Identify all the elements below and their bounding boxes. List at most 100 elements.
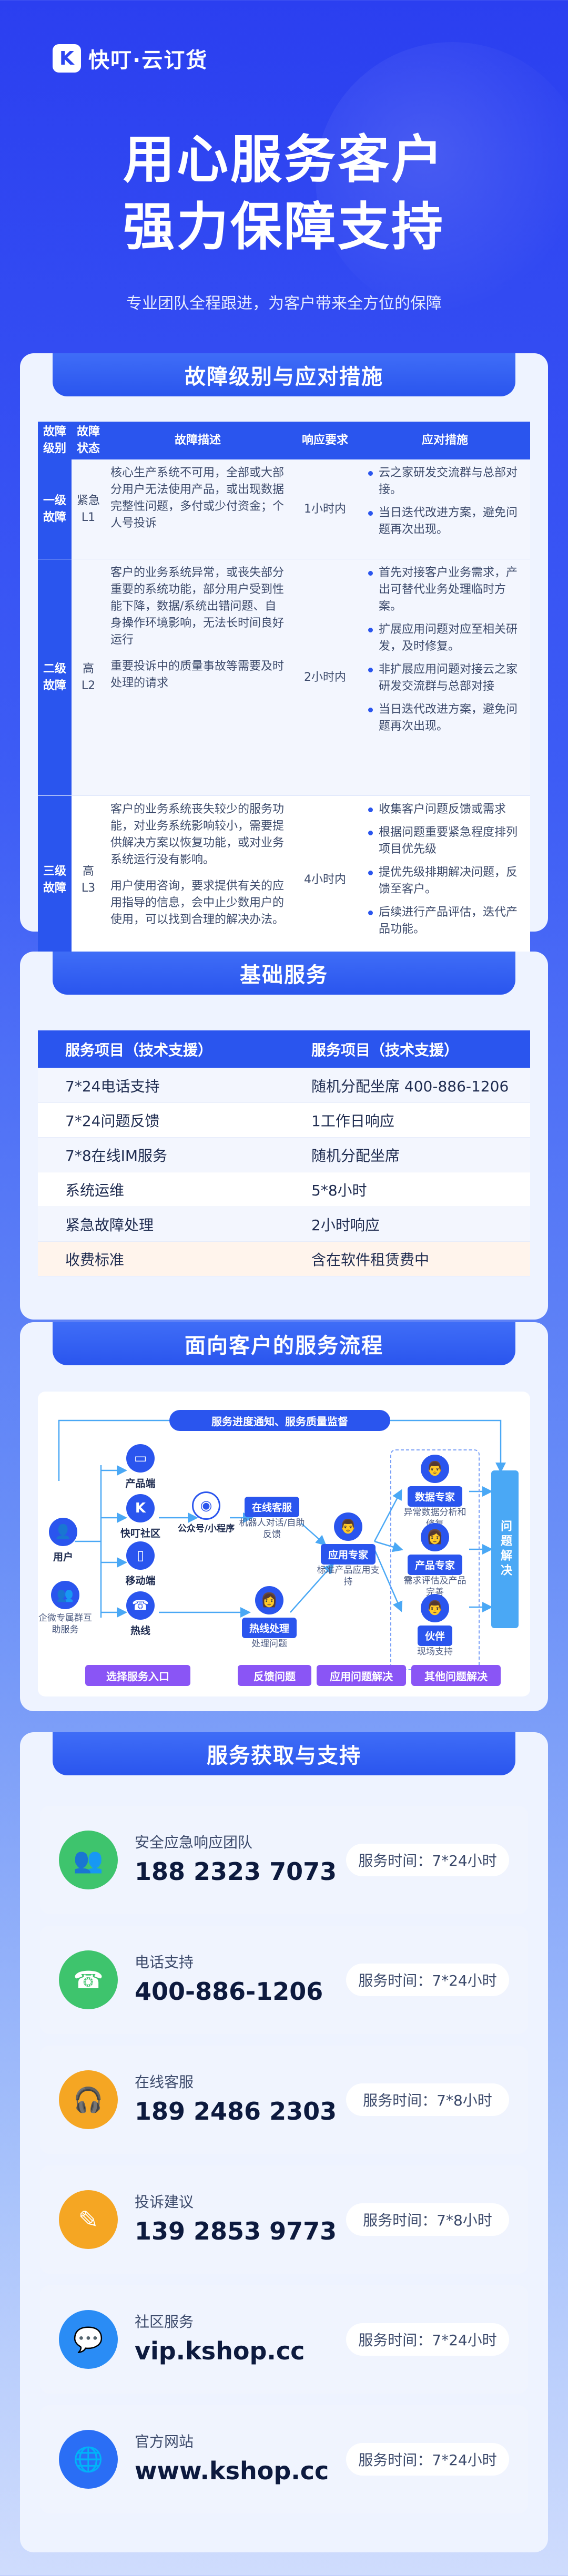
app-expert-tag: 应用专家 [320,1544,376,1565]
header-cell: 应对措施 [360,422,530,459]
chip-entry: 选择服务入口 [85,1665,190,1686]
header-cell: 响应要求 [290,422,360,459]
enterprise-group-node: 👥 企微专属群互助服务 [38,1581,93,1635]
hero: K 快叮·云订货 用心服务客户 强力保障支持 专业团队全程跟进，为客户带来全方位… [0,0,568,336]
channel-product[interactable]: ▭ 产品端 [111,1444,169,1490]
contact-name: 安全应急响应团队 [135,1834,253,1851]
contact-name: 官方网站 [135,2433,194,2450]
service-detail: 2小时响应 [311,1216,380,1234]
contact-name: 投诉建议 [135,2193,194,2211]
fault-response-time: 2小时内 [304,670,346,684]
fault-desc-text: 重要投诉中的质量事故等需要及时处理的请求 [110,660,285,690]
measure-item: 后续进行产品评估，迭代产品功能。 [365,904,525,938]
header-cell: 故障级别 [38,422,72,459]
flow-banner: 服务进度通知、服务质量监督 [169,1410,390,1431]
fault-description: 客户的业务系统异常，或丧失部分重要的系统功能，部分用户受到性能下降，数据/系统出… [105,559,290,795]
measure-item: 首先对接客户业务需求，产出可替代业务处理临时方案。 [365,565,525,615]
contact-value[interactable]: 400-886-1206 [135,1977,323,2006]
user-icon: 👤 [49,1518,77,1546]
panel-heading: 面向客户的服务流程 [53,1322,515,1365]
fault-status: 高L3 [81,864,96,895]
basic-service-row: 7*8在线IM服务 随机分配坐席 [38,1138,530,1172]
hotline-tag: 热线处理 [241,1618,297,1638]
fault-desc-text: 客户的业务系统丧失较少的服务功能，对业务系统影响较小，需要提供解决方案以恢复功能… [110,803,285,866]
edit-icon: ✎ [59,2190,118,2249]
chip-other-resolve: 其他问题解决 [411,1665,501,1686]
public-account-node[interactable]: ◉ 公众号/小程序 [177,1491,235,1535]
community-logo-icon: K [126,1494,155,1522]
basic-table-header: 服务项目（技术支援） 服务项目（技术支援） [38,1030,530,1068]
service-flow-panel: 面向客户的服务流程 [20,1322,548,1711]
measure-item: 提优先级排期解决问题，反馈至客户。 [365,864,525,898]
community-icon: 💬 [59,2310,118,2369]
service-item: 7*8在线IM服务 [65,1147,168,1164]
header-cell: 故障描述 [105,422,290,459]
channel-hotline[interactable]: ☎ 热线 [111,1591,169,1637]
group-icon: 👥 [51,1581,79,1609]
headset-icon: 🎧 [59,2070,118,2129]
service-detail: 随机分配坐席 [311,1147,400,1164]
fault-description: 核心生产系统不可用，全部或大部分用户无法使用产品，或出现数据完整性问题，多付或少… [105,459,290,559]
monitor-icon: ▭ [126,1444,155,1473]
contact-card[interactable]: ✎ 投诉建议 139 2853 9773 服务时间：7*8小时 [40,2165,528,2274]
product-expert-avatar-icon: 👩 [421,1523,449,1551]
fault-status: 紧急L1 [77,494,100,524]
basic-service-row: 收费标准 含在软件租赁费中 [38,1242,530,1276]
data-expert-avatar-icon: 👨 [421,1455,449,1483]
contact-value[interactable]: www.kshop.cc [135,2457,329,2485]
brand-name: 快叮·云订货 [88,48,208,73]
contact-value[interactable]: 188 2323 7073 [135,1857,337,1886]
header-cell: 故障状态 [72,422,105,459]
app-expert-node: 👨 应用专家 标准产品应用支持 [314,1512,382,1588]
measure-item: 云之家研发交流群与总部对接。 [365,465,525,498]
chip-feedback: 反馈问题 [238,1665,311,1686]
fault-response-time: 4小时内 [304,873,346,886]
data-expert-tag: 数据专家 [407,1486,462,1507]
fault-status: 高L2 [81,662,96,692]
wechat-icon: ◉ [192,1491,220,1520]
brand-logo[interactable]: K 快叮·云订货 [53,43,208,74]
channel-mobile[interactable]: ▯ 移动端 [111,1541,169,1587]
contact-name: 在线客服 [135,2073,194,2091]
fault-response-time: 1小时内 [304,502,346,516]
fault-desc-text: 客户的业务系统异常，或丧失部分重要的系统功能，部分用户受到性能下降，数据/系统出… [110,566,285,647]
fault-table-header: 故障级别 故障状态 故障描述 响应要求 应对措施 [38,422,530,459]
contact-value[interactable]: vip.kshop.cc [135,2337,305,2365]
fault-level: 二级故障 [38,559,72,795]
fault-row: 一级故障紧急L1 核心生产系统不可用，全部或大部分用户无法使用产品，或出现数据完整… [38,459,530,559]
hero-subtitle: 专业团队全程跟进，为客户带来全方位的保障 [126,294,442,313]
partner-avatar-icon: 👨 [421,1594,449,1622]
hotline-handle-node: 👩 热线处理 处理问题 [238,1586,301,1650]
online-service-tag: 在线客服 [244,1497,299,1517]
fault-description: 客户的业务系统丧失较少的服务功能，对业务系统影响较小，需要提供解决方案以恢复功能… [105,796,290,964]
fault-desc-text: 核心生产系统不可用，全部或大部分用户无法使用产品，或出现数据完整性问题，多付或少… [110,466,285,530]
contact-value[interactable]: 189 2486 2303 [135,2097,337,2125]
service-detail: 5*8小时 [311,1181,367,1199]
fault-level: 一级故障 [38,459,72,559]
service-detail: 含在软件租赁费中 [311,1251,430,1269]
measure-item: 当日迭代改进方案，避免问题再次出现。 [365,701,525,735]
contact-value[interactable]: 139 2853 9773 [135,2217,337,2245]
service-item: 收费标准 [65,1251,125,1269]
service-time-badge: 服务时间：7*24小时 [346,1844,509,1876]
data-expert-node: 👨 数据专家 异常数据分析和修复 [401,1455,469,1530]
product-expert-node: 👩 产品专家 需求评估及产品完善 [401,1523,469,1598]
phone-icon: ☎ [59,1950,118,2009]
partner-node: 👨 伙伴 现场支持 [401,1594,469,1658]
chip-app-resolve: 应用问题解决 [317,1665,406,1686]
channel-community[interactable]: K 快叮社区 [111,1494,169,1540]
fault-table: 故障级别 故障状态 故障描述 响应要求 应对措施 一级故障紧急L1 核心生产系统不… [38,422,530,964]
service-time-badge: 服务时间：7*8小时 [346,2203,509,2236]
expert-avatar-icon: 👨 [334,1512,362,1541]
fault-measures: 收集客户问题反馈或需求根据问题重要紧急程度排列项目优先级提优先级排期解决问题，反… [360,796,530,964]
fault-desc-text: 用户使用咨询，要求提供有关的应用指导的信息，会中止少数用户的使用，可以找到合理的… [110,880,285,926]
measure-item: 非扩展应用问题对接云之家研发交流群与总部对接 [365,661,525,695]
